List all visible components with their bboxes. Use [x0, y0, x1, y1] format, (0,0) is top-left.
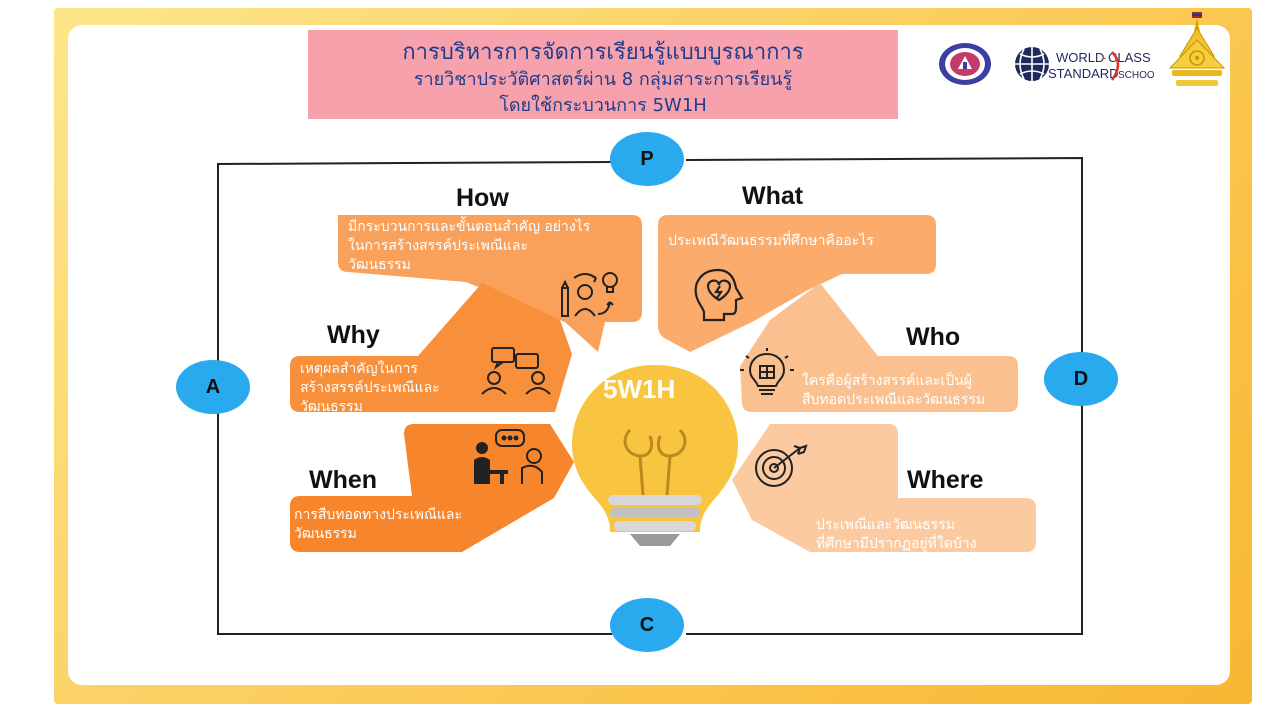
why-description: เหตุผลสำคัญในการ สร้างสรรค์ประเพณีและ วั…	[300, 361, 440, 415]
what-panel	[658, 215, 936, 352]
heading-where: Where	[907, 466, 984, 494]
heading-who: Who	[906, 323, 961, 351]
where-panel	[732, 424, 1036, 552]
bulb-base-ring-3	[614, 521, 696, 531]
bulb-base-ring-2	[610, 508, 700, 518]
text-who: ใครคือผู้สร้างสรรค์และเป็นผู้ สืบทอดประเ…	[794, 366, 1024, 416]
why-panel	[290, 283, 572, 412]
title-line-1: การบริหารการจัดการเรียนรู้แบบบูรณาการ	[402, 40, 804, 65]
text-when: การสืบทอดทางประเพณีและ วัฒนธรรม	[286, 500, 516, 550]
how-description: มีกระบวนการและขั้นตอนสำคัญ อย่างไร ในการ…	[348, 219, 591, 273]
logo-school-text: SCHOOL	[1118, 70, 1154, 81]
logo-world-text: WORLD	[1056, 50, 1104, 65]
text-why: เหตุผลสำคัญในการ สร้างสรรค์ประเพณีและ วั…	[292, 354, 492, 423]
svg-text:-: -	[1102, 50, 1106, 65]
temple-emblem-logo	[1168, 12, 1226, 86]
brain-head-icon	[694, 268, 744, 322]
heading-when: When	[309, 466, 378, 494]
title-line-3: โดยใช้กระบวนการ 5W1H	[499, 95, 707, 116]
when-description: การสืบทอดทางประเพณีและ วัฒนธรรม	[294, 507, 462, 542]
heading-why: Why	[327, 321, 380, 349]
bulb-tip	[630, 534, 680, 546]
creative-process-icon	[561, 272, 618, 317]
who-panel	[740, 283, 1018, 412]
title-line-2: รายวิชาประวัติศาสตร์ผ่าน 8 กลุ่มสาระการเ…	[413, 69, 793, 90]
target-icon	[755, 444, 808, 487]
bulb-base-ring-1	[608, 495, 702, 505]
text-where: ประเพณีและวัฒนธรรม ที่ศึกษามีปรากฏอยู่ที…	[808, 510, 1038, 560]
idea-puzzle-icon	[740, 348, 794, 395]
who-description: ใครคือผู้สร้างสรรค์และเป็นผู้ สืบทอดประเ…	[802, 373, 986, 408]
what-description: ประเพณีวัฒนธรรมที่ศึกษาคืออะไร	[668, 233, 874, 249]
bulb-filament	[623, 428, 687, 496]
pdca-circle-d: D	[1044, 352, 1118, 406]
pdca-circle-c: C	[610, 598, 684, 652]
center-5w1h-label: 5W1H	[603, 374, 676, 404]
where-description: ประเพณีและวัฒนธรรม ที่ศึกษามีปรากฏอยู่ที…	[816, 517, 977, 552]
pdca-circle-p: P	[610, 132, 684, 186]
when-panel	[290, 424, 574, 552]
world-class-standard-school-logo: WORLD CLASS - STANDARD SCHOOL	[1015, 47, 1154, 81]
pdca-circle-a: A	[176, 360, 250, 414]
logo-standard-text: STANDARD	[1048, 66, 1119, 81]
mentoring-icon	[474, 429, 543, 484]
how-panel	[338, 215, 642, 352]
text-how: มีกระบวนการและขั้นตอนสำคัญ อย่างไร ในการ…	[340, 212, 640, 281]
school-seal-logo	[939, 43, 991, 85]
title-box: การบริหารการจัดการเรียนรู้แบบบูรณาการ รา…	[308, 30, 898, 119]
heading-what: What	[742, 182, 804, 210]
heading-how: How	[456, 184, 509, 212]
discussion-icon	[481, 347, 551, 395]
bulb-glass	[572, 365, 738, 532]
text-what: ประเพณีวัฒนธรรมที่ศึกษาคืออะไร	[660, 226, 936, 257]
